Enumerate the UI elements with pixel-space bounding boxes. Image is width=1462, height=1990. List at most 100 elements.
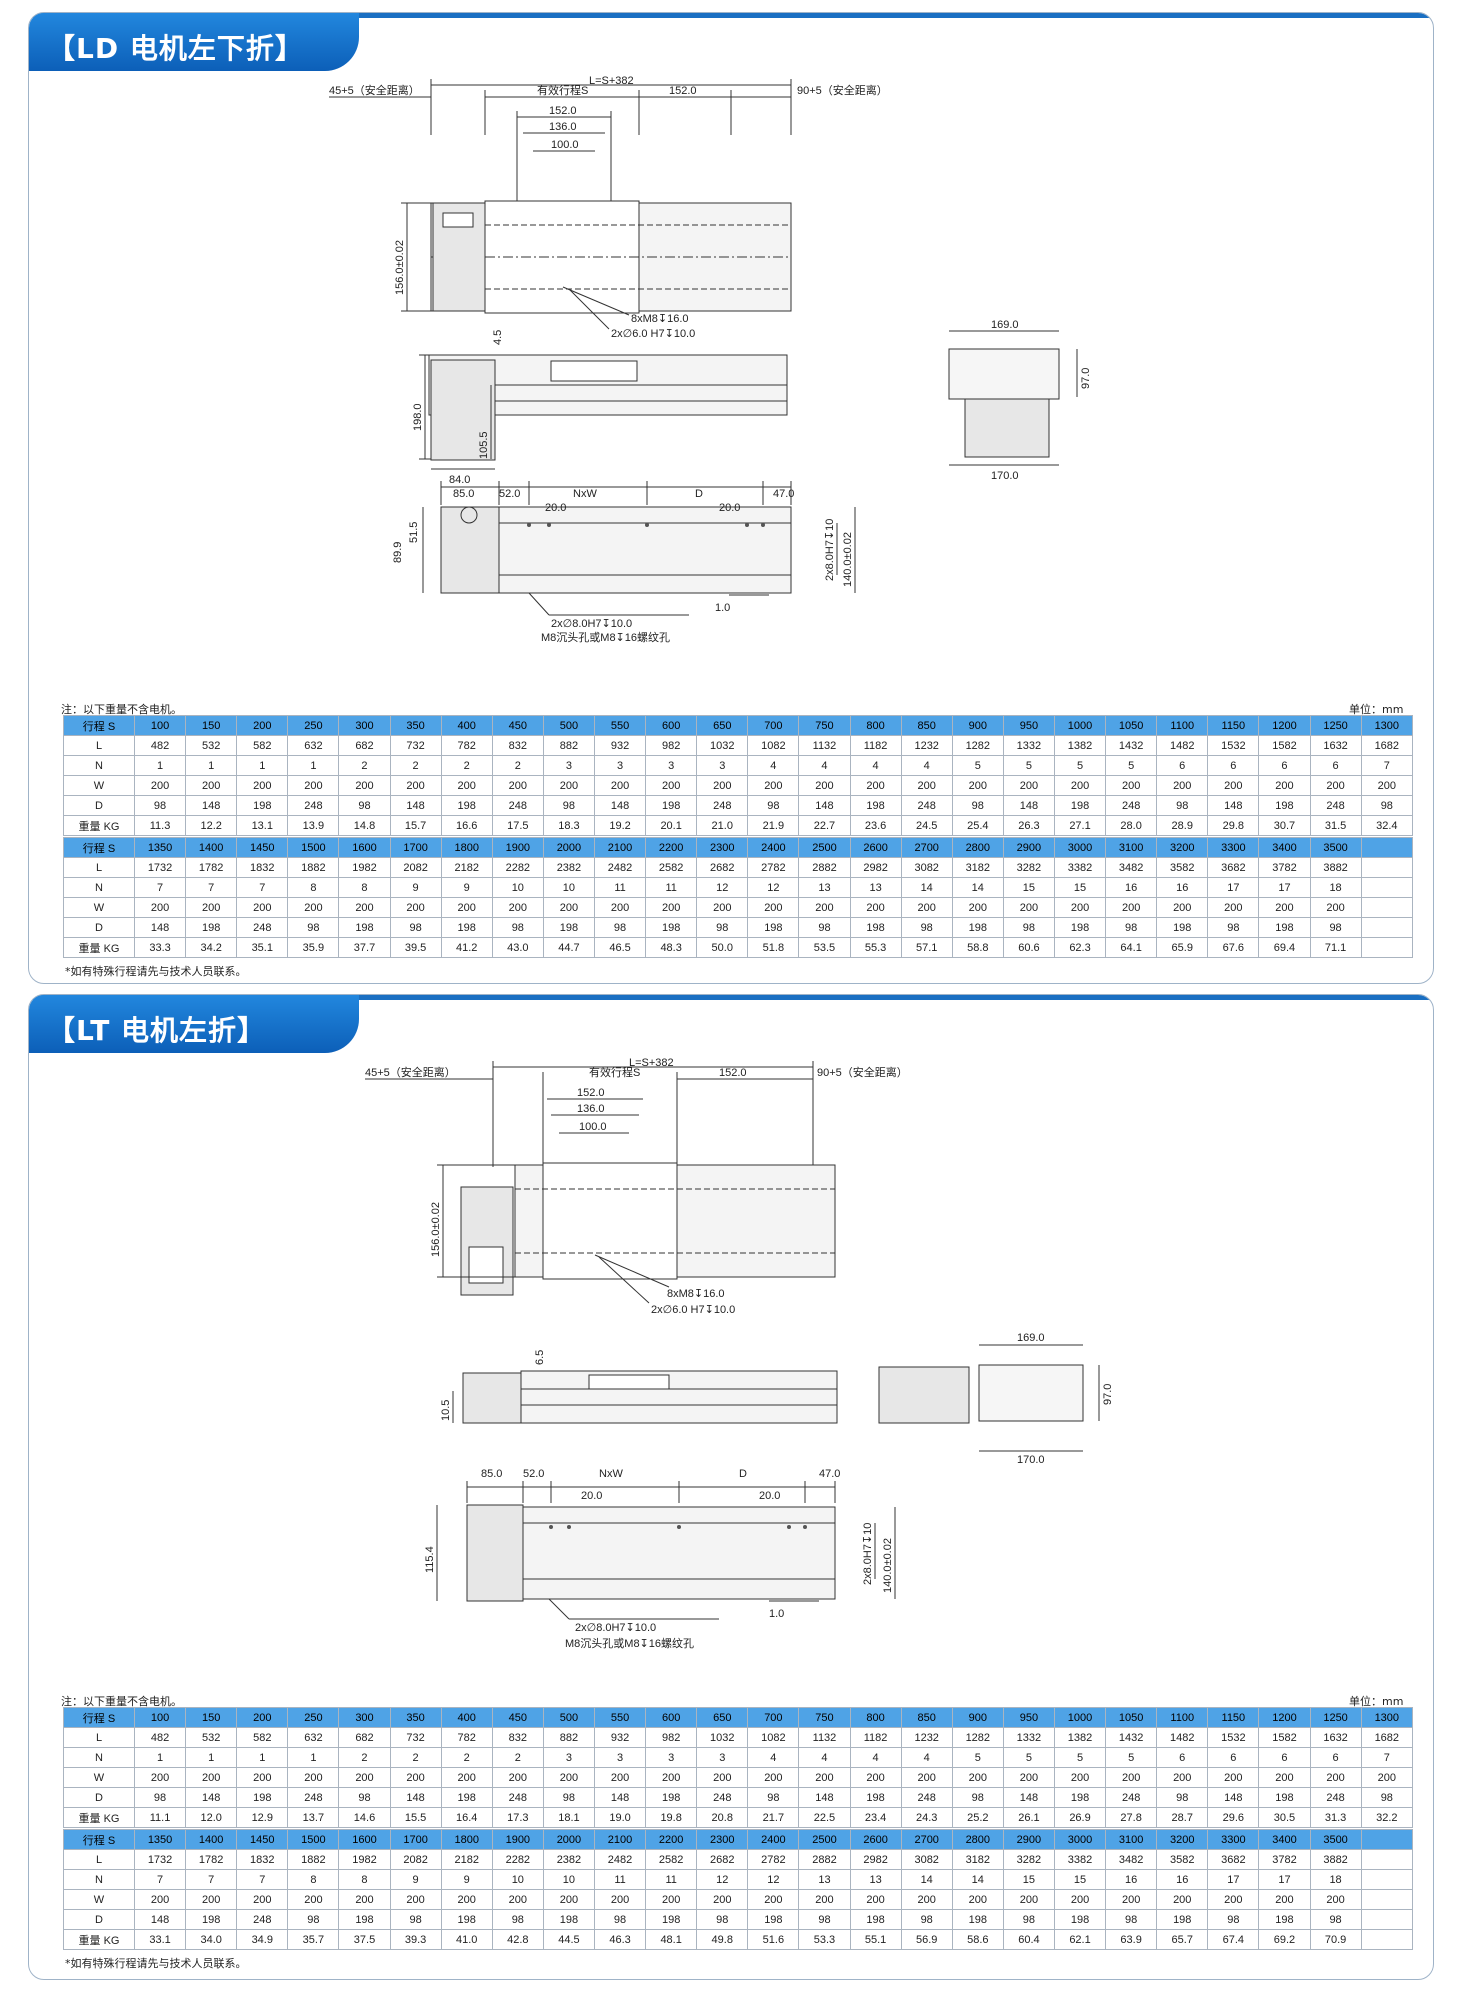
table-cell: 200 xyxy=(1156,775,1209,796)
table-cell: 2600 xyxy=(849,837,902,858)
table-cell: 9 xyxy=(440,877,493,898)
table-cell: 2000 xyxy=(542,837,595,858)
table-cell: 248 xyxy=(696,1787,749,1808)
table-cell: 200 xyxy=(133,897,187,918)
table-cell: 200 xyxy=(1053,775,1107,796)
table-cell: 28.0 xyxy=(1105,815,1158,836)
table-cell: 2600 xyxy=(849,1829,902,1850)
dim-140: 140.0±0.02 xyxy=(882,1538,894,1593)
table-cell: 198 xyxy=(1053,1909,1107,1930)
table-cell: 2582 xyxy=(645,1849,698,1870)
row-label: N xyxy=(63,1747,135,1768)
table-cell: 98 xyxy=(747,1787,800,1808)
table-cell: 41.2 xyxy=(440,937,493,958)
table-cell: 34.9 xyxy=(236,1929,289,1950)
table-cell: 15.5 xyxy=(389,1807,442,1828)
table-cell: 1732 xyxy=(133,1849,187,1870)
table-cell: 198 xyxy=(236,1787,289,1808)
table-cell: 2200 xyxy=(645,1829,698,1850)
table-cell: 150 xyxy=(185,715,238,736)
table-cell: 3382 xyxy=(1053,857,1107,878)
table-cell: 4 xyxy=(747,1747,800,1768)
table-cell: 200 xyxy=(1207,1889,1260,1910)
table-cell: 200 xyxy=(236,1889,289,1910)
table-cell: 198 xyxy=(338,1909,391,1930)
table-cell: 198 xyxy=(542,1909,595,1930)
dim-152a: 152.0 xyxy=(669,85,697,97)
table-cell: 30.7 xyxy=(1258,815,1311,836)
table-cell: 98 xyxy=(1207,917,1260,938)
table-cell: 200 xyxy=(1360,775,1414,796)
dim-156: 156.0±0.02 xyxy=(394,240,406,295)
table-cell: 12.9 xyxy=(236,1807,289,1828)
table-cell: 1450 xyxy=(236,1829,289,1850)
table-cell: 550 xyxy=(593,1707,647,1728)
table-cell: 26.1 xyxy=(1002,1807,1055,1828)
table-cell: 750 xyxy=(798,1707,851,1728)
table-cell: 5 xyxy=(1053,1747,1107,1768)
table-cell: 98 xyxy=(747,795,800,816)
table-cell: 19.2 xyxy=(593,815,647,836)
table-cell: 3200 xyxy=(1156,837,1209,858)
table-cell: 200 xyxy=(645,1889,698,1910)
table-cell: 200 xyxy=(951,775,1004,796)
table-cell: 62.1 xyxy=(1053,1929,1107,1950)
table-cell: 98 xyxy=(696,1909,749,1930)
table-cell: 1050 xyxy=(1105,715,1158,736)
table-cell: 3100 xyxy=(1105,837,1158,858)
table-cell: 2882 xyxy=(798,1849,851,1870)
table-cell: 14.6 xyxy=(338,1807,391,1828)
table-cell: 48.3 xyxy=(645,937,698,958)
table-cell: 98 xyxy=(696,917,749,938)
table-cell: 1350 xyxy=(133,837,187,858)
table-cell: 3682 xyxy=(1207,857,1260,878)
table-cell: 300 xyxy=(338,1707,391,1728)
table-cell: 6 xyxy=(1258,1747,1311,1768)
table-cell: 200 xyxy=(593,1767,647,1788)
table-cell: 49.8 xyxy=(696,1929,749,1950)
table-cell: 1132 xyxy=(798,1727,851,1748)
table-cell: 4 xyxy=(798,755,851,776)
table-cell: 2 xyxy=(338,1747,391,1768)
table-cell: 30.5 xyxy=(1258,1807,1311,1828)
table-cell: 1700 xyxy=(389,837,442,858)
table-cell: 550 xyxy=(593,715,647,736)
table-cell: 2082 xyxy=(389,857,442,878)
table-cell: 98 xyxy=(1002,1909,1055,1930)
table-cell: 1600 xyxy=(338,1829,391,1850)
table-cell: 248 xyxy=(236,1909,289,1930)
dim-holes1: 8xM8↧16.0 xyxy=(631,313,689,325)
table-cell: 1182 xyxy=(849,1727,902,1748)
table-cell: 832 xyxy=(491,1727,544,1748)
table-cell: 5 xyxy=(1105,755,1158,776)
table-cell: 200 xyxy=(1105,897,1158,918)
table-cell: 1150 xyxy=(1207,715,1260,736)
table-cell: 198 xyxy=(849,917,902,938)
table-cell: 200 xyxy=(338,897,391,918)
table-cell: 9 xyxy=(440,1869,493,1890)
dim-170: 170.0 xyxy=(991,470,1019,482)
table-cell: 1382 xyxy=(1053,735,1107,756)
table-cell: 1632 xyxy=(1309,735,1362,756)
table-cell: 250 xyxy=(287,1707,340,1728)
table-cell: 200 xyxy=(236,897,289,918)
table-cell: 98 xyxy=(1156,1787,1209,1808)
table-cell: 13.7 xyxy=(287,1807,340,1828)
dim-pin: 2x8.0H7↧10 xyxy=(824,519,836,581)
table-cell: 7 xyxy=(236,877,289,898)
table-cell: 46.3 xyxy=(593,1929,647,1950)
dim-left-safe: 45+5（安全距离） xyxy=(329,83,420,97)
dim-84: 84.0 xyxy=(449,474,470,486)
table-cell: 1250 xyxy=(1309,715,1362,736)
table-cell: 3500 xyxy=(1309,1829,1362,1850)
table-cell: 3300 xyxy=(1207,837,1260,858)
table-cell: 19.8 xyxy=(645,1807,698,1828)
dim-20b: 20.0 xyxy=(719,502,740,514)
table-cell: 200 xyxy=(900,1767,953,1788)
table-cell: 18.1 xyxy=(542,1807,595,1828)
dim-169: 169.0 xyxy=(991,319,1019,331)
table-cell: 65.9 xyxy=(1156,937,1209,958)
table-cell: 7 xyxy=(185,877,238,898)
